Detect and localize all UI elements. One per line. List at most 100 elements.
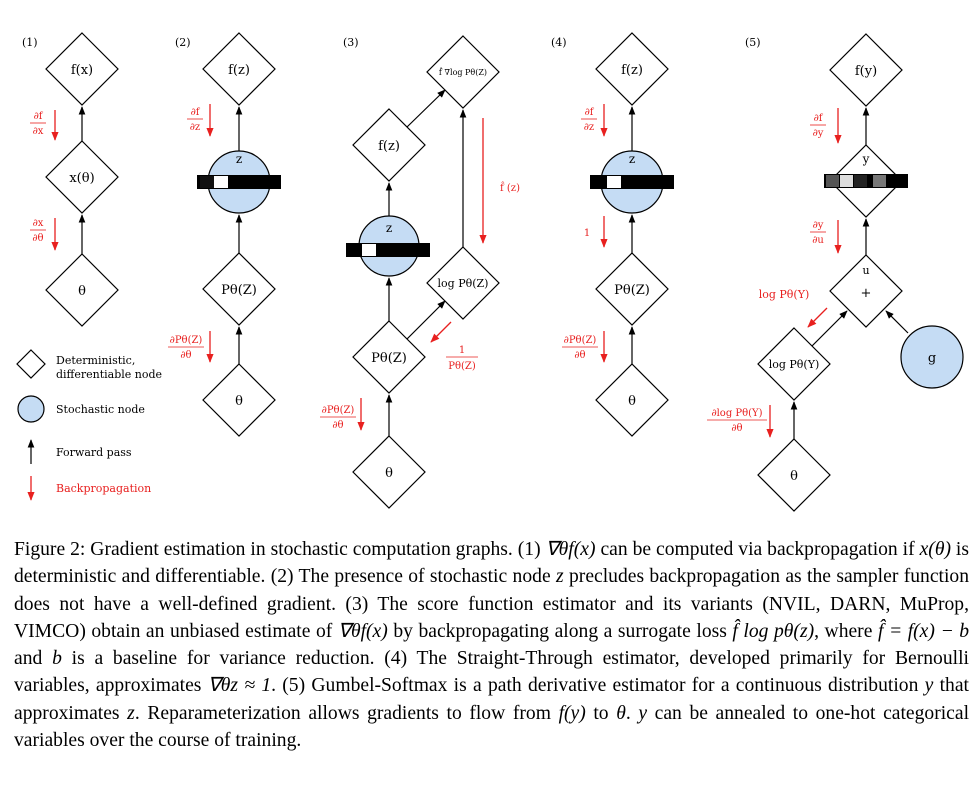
node-label: z xyxy=(629,152,635,166)
panel-5: (5) f(y) y u + g log Pθ(Y) xyxy=(707,33,964,512)
stochastic-node-z: z xyxy=(590,150,674,214)
figure-diagram: (1) f(x) x(θ) θ ∂f ∂x ∂x ∂θ Determ xyxy=(16,32,964,512)
math: y xyxy=(924,675,934,697)
gradient-label: ∂x ∂θ xyxy=(30,218,46,244)
gradient-label: ∂f ∂z xyxy=(187,107,203,133)
svg-text:∂θ: ∂θ xyxy=(180,350,191,361)
math: y xyxy=(638,702,648,724)
node-p-theta: Pθ(Z) xyxy=(595,252,669,326)
svg-text:∂θ: ∂θ xyxy=(32,233,43,244)
figure-caption: Figure 2: Gradient estimation in stochas… xyxy=(14,539,970,752)
svg-text:∂θ: ∂θ xyxy=(731,423,742,434)
node-label: f(z) xyxy=(228,63,250,78)
forward-arrow xyxy=(885,310,909,334)
math: x(θ) xyxy=(919,539,951,560)
node-label: θ xyxy=(235,394,243,409)
svg-text:∂y: ∂y xyxy=(813,128,824,139)
node-theta: θ xyxy=(757,438,831,512)
node-label: g xyxy=(928,351,936,366)
svg-text:∂x: ∂x xyxy=(33,126,44,137)
panel-1: (1) f(x) x(θ) θ ∂f ∂x ∂x ∂θ xyxy=(22,32,119,327)
node-f-z: f(z) xyxy=(202,32,276,106)
node-label: θ xyxy=(790,469,798,484)
svg-text:1: 1 xyxy=(459,345,465,356)
gradient-label: ∂Pθ(Z) ∂θ xyxy=(168,335,204,361)
math: ∇θz ≈ 1 xyxy=(207,675,272,697)
math: f̂ log pθ(z) xyxy=(732,620,815,642)
svg-text:∂Pθ(Z): ∂Pθ(Z) xyxy=(564,335,597,346)
node-label: f(z) xyxy=(621,63,643,78)
node-theta: θ xyxy=(45,253,119,327)
backprop-arrow xyxy=(430,321,452,343)
plus-label: + xyxy=(861,286,872,301)
legend-deterministic-2: differentiable node xyxy=(56,368,162,381)
panel-4: (4) f(z) z Pθ(Z) θ ∂f ∂z 1 xyxy=(551,32,674,437)
svg-text:∂f: ∂f xyxy=(191,107,201,118)
backprop-arrow xyxy=(807,307,828,328)
math: ∇θf(x) xyxy=(545,539,596,560)
node-theta: θ xyxy=(352,435,426,509)
svg-text:∂θ: ∂θ xyxy=(332,420,343,431)
node-label: θ xyxy=(385,466,393,481)
node-label: f(x) xyxy=(71,63,93,78)
svg-text:Pθ(Z): Pθ(Z) xyxy=(448,361,476,372)
gradient-label: 1 xyxy=(584,228,590,239)
node-label: z xyxy=(236,152,242,166)
panel-label: (2) xyxy=(175,36,191,49)
gradient-label: f̂ (z) xyxy=(500,182,520,194)
math: b xyxy=(52,648,62,670)
svg-text:∂f: ∂f xyxy=(585,107,595,118)
stochastic-node-swatch xyxy=(17,395,45,423)
node-x-theta: x(θ) xyxy=(45,140,119,214)
node-theta: θ xyxy=(202,363,276,437)
legend-backprop: Backpropagation xyxy=(56,482,151,495)
svg-text:∂θ: ∂θ xyxy=(574,350,585,361)
node-label: θ xyxy=(628,394,636,409)
node-y: y xyxy=(824,144,908,218)
node-label: u xyxy=(862,264,869,277)
node-label: f(y) xyxy=(855,64,877,79)
node-label: z xyxy=(386,221,392,235)
node-label: x(θ) xyxy=(69,171,94,186)
node-p-theta: Pθ(Z) xyxy=(202,252,276,326)
svg-text:∂Pθ(Z): ∂Pθ(Z) xyxy=(170,335,203,346)
panel-3: (3) f̂ ∇log Pθ(Z) f(z) z log Pθ(Z) Pθ(Z)… xyxy=(320,35,520,509)
svg-text:∂f: ∂f xyxy=(814,113,824,124)
forward-arrow xyxy=(406,300,446,340)
panel-label: (5) xyxy=(745,36,761,49)
panel-label: (3) xyxy=(343,36,359,49)
gradient-label: ∂y ∂u xyxy=(810,220,826,246)
math: z xyxy=(556,566,564,588)
panel-label: (4) xyxy=(551,36,567,49)
node-label: Pθ(Z) xyxy=(371,351,407,366)
legend-forward: Forward pass xyxy=(56,446,132,459)
stochastic-node-z: z xyxy=(346,215,430,277)
panel-label: (1) xyxy=(22,36,38,49)
node-u-plus: u + xyxy=(829,254,903,328)
legend-stochastic: Stochastic node xyxy=(56,403,145,416)
node-label: y xyxy=(862,152,870,166)
node-label: log Pθ(Z) xyxy=(438,277,489,290)
node-label: log Pθ(Y) xyxy=(769,358,820,371)
svg-text:∂x: ∂x xyxy=(33,218,44,229)
stochastic-node-z: z xyxy=(197,150,281,214)
gradient-label: ∂f ∂x xyxy=(30,111,46,137)
node-label: Pθ(Z) xyxy=(614,283,650,298)
svg-text:∂z: ∂z xyxy=(190,122,200,133)
svg-text:∂Pθ(Z): ∂Pθ(Z) xyxy=(322,405,355,416)
node-f-x: f(x) xyxy=(45,32,119,106)
math: θ xyxy=(616,702,626,724)
svg-text:∂f: ∂f xyxy=(34,111,44,122)
legend: Deterministic, differentiable node Stoch… xyxy=(16,349,162,501)
svg-text:∂log Pθ(Y): ∂log Pθ(Y) xyxy=(711,408,762,419)
forward-arrow xyxy=(406,89,446,128)
math: ∇θf(x) xyxy=(337,620,388,642)
gradient-label: log Pθ(Y) xyxy=(759,288,810,301)
node-label: f̂ ∇log Pθ(Z) xyxy=(439,68,487,77)
gradient-label: ∂log Pθ(Y) ∂θ xyxy=(707,408,767,434)
stochastic-node-g: g xyxy=(900,325,964,389)
gradient-label: ∂f ∂z xyxy=(581,107,597,133)
math: z xyxy=(127,702,135,724)
gradient-label: 1 Pθ(Z) xyxy=(446,345,478,372)
deterministic-node-swatch xyxy=(16,349,46,379)
